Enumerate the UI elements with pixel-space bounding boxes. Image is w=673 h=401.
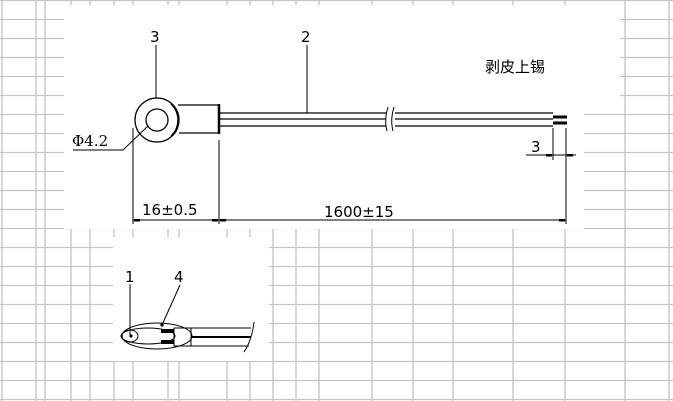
dim-hole-diameter: Φ4.2 (72, 132, 108, 150)
label-part-3: 3 (150, 28, 160, 46)
label-part-2: 2 (301, 28, 311, 46)
dim-strip-length: 3 (531, 138, 541, 156)
note-strip-and-tin: 剥皮上锡 (485, 58, 545, 76)
dim-cable-length: 1600±15 (324, 203, 394, 221)
cable (219, 106, 567, 132)
dimension-lines (132, 128, 576, 224)
break-mark (385, 106, 389, 132)
blank-area (584, 5, 620, 107)
ring-lug (134, 97, 221, 143)
dim-lug-length: 16±0.5 (142, 201, 198, 219)
label-part-4: 4 (174, 268, 184, 286)
main-view-area (64, 5, 584, 229)
label-part-1: 1 (125, 268, 135, 286)
sensor-detail (120, 284, 255, 353)
break-mark (391, 106, 395, 132)
